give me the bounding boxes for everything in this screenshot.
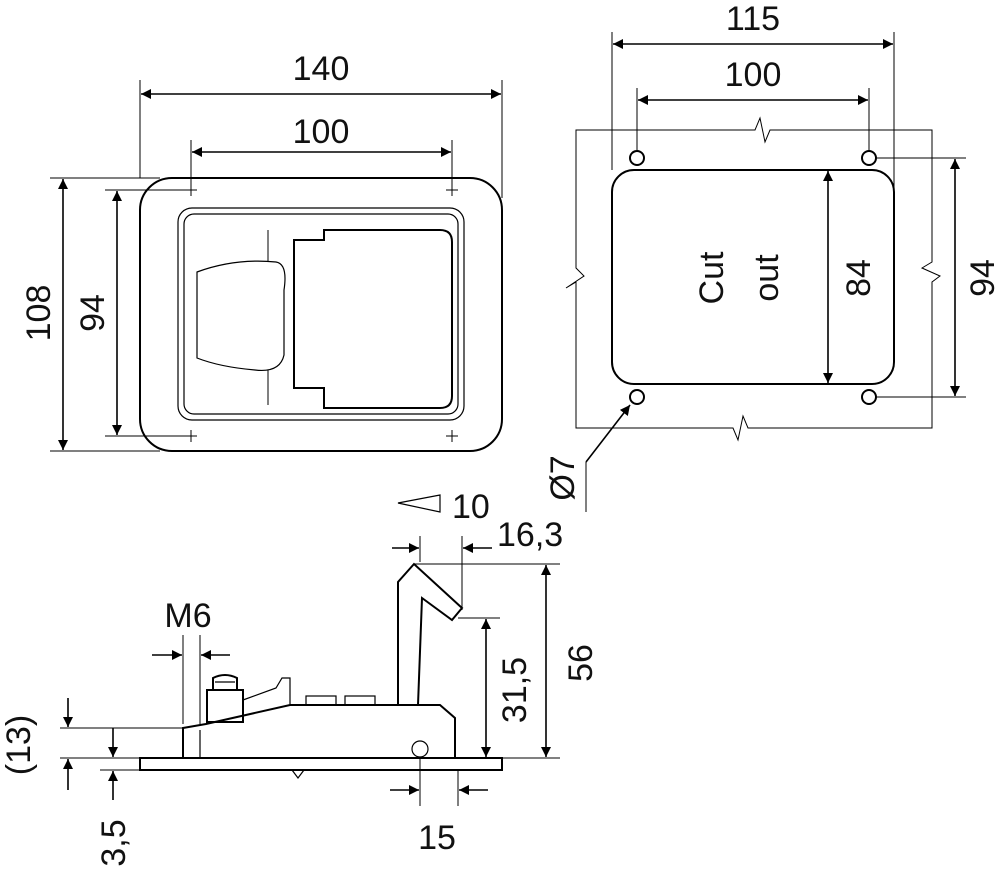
side-plate-tip (291, 769, 305, 779)
dim-hole-diameter: Ø7 (544, 455, 582, 500)
dim-bottom-width-15: 15 (418, 819, 456, 857)
dim-cutout-115: 115 (726, 0, 780, 38)
dim-total-height-56: 56 (562, 644, 600, 682)
side-extension-lines (60, 536, 560, 806)
dim-handle-height-31-5: 31,5 (496, 657, 534, 723)
dim-body-height-13: (13) (0, 715, 38, 775)
dim-height-94: 94 (74, 294, 112, 332)
front-recess-inner (183, 213, 459, 415)
front-extension-lines (50, 80, 503, 452)
hole-leader-arrow (585, 404, 631, 463)
front-plate-outline (139, 177, 503, 452)
side-bump-left (305, 695, 337, 706)
side-handle (397, 562, 464, 706)
thumb-grip (196, 260, 286, 372)
side-base-plate (139, 757, 503, 771)
front-recess-outer (177, 207, 465, 421)
mount-hole-top-right (861, 150, 877, 166)
cutout-view: 115 100 84 94 Cut out Ø7 (544, 0, 1000, 512)
mount-hole-top-left (629, 150, 645, 166)
break-frame (565, 116, 941, 442)
cutout-label-line2: out (748, 254, 786, 302)
dim-plate-thickness-3-5: 3,5 (95, 819, 133, 866)
dim-cutout-84: 84 (840, 259, 878, 297)
mount-hole-bottom-left (629, 389, 645, 405)
side-screw-head (212, 674, 238, 690)
dim-thread-m6: M6 (164, 597, 211, 635)
paddle-handle (293, 229, 453, 409)
dim-angle-10: 10 (452, 488, 490, 526)
dim-cutout-holes-100: 100 (725, 56, 782, 94)
hole-mark-crosses (185, 184, 458, 442)
side-housing (182, 704, 456, 758)
dim-width-140: 140 (293, 50, 350, 88)
side-view: 10 16,3 56 31,5 M6 (13) 3,5 15 (0, 488, 600, 867)
front-view: 140 100 108 94 (20, 50, 503, 452)
cutout-extension-lines (611, 32, 966, 398)
dim-holes-100: 100 (293, 113, 350, 151)
cutout-outline (611, 169, 895, 385)
side-screw-boss (206, 689, 244, 723)
side-bump-right (344, 695, 376, 706)
cutout-label-line1: Cut (693, 251, 731, 304)
mount-hole-bottom-right (861, 389, 877, 405)
dim-handle-width-16-3: 16,3 (497, 516, 563, 554)
side-pivot-pin (411, 740, 429, 758)
angle-symbol (397, 494, 441, 513)
dim-cutout-94: 94 (964, 259, 1000, 297)
side-spring-clip (242, 677, 291, 704)
dim-height-108: 108 (20, 285, 58, 342)
